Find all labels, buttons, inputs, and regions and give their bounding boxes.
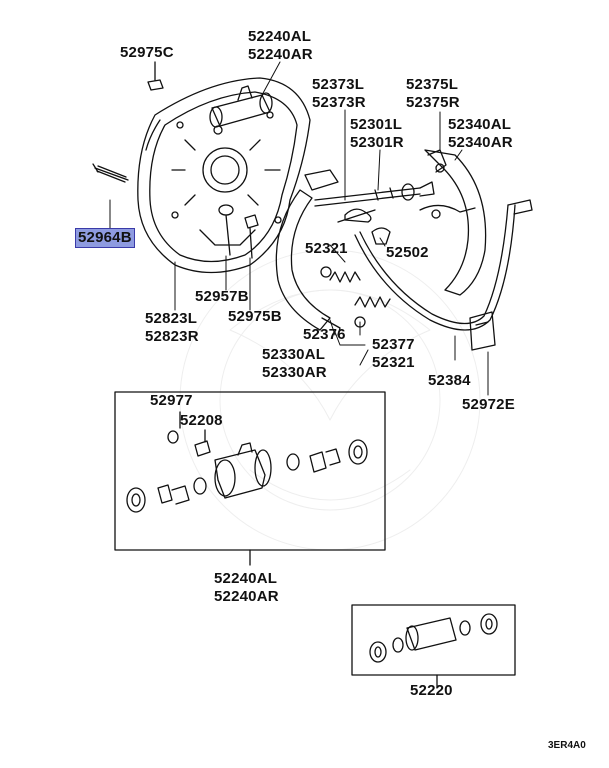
part-label-52373r[interactable]: 52373R xyxy=(312,94,366,111)
part-label-52373l[interactable]: 52373L xyxy=(312,76,365,93)
part-label-52977[interactable]: 52977 xyxy=(150,392,193,409)
part-label-52823l[interactable]: 52823L xyxy=(145,310,198,327)
part-label-52502[interactable]: 52502 xyxy=(386,244,429,261)
part-label-52375r[interactable]: 52375R xyxy=(406,94,460,111)
part-label-52823r[interactable]: 52823R xyxy=(145,328,199,345)
wheel-cylinder-kit-box xyxy=(115,392,385,565)
part-label-52957b[interactable]: 52957B xyxy=(195,288,249,305)
backing-plate xyxy=(138,78,310,273)
part-label-52321-upper[interactable]: 52321 xyxy=(305,240,348,257)
part-label-52240al[interactable]: 52240AL xyxy=(248,28,312,45)
part-label-52330ar[interactable]: 52330AR xyxy=(262,364,327,381)
part-label-52208[interactable]: 52208 xyxy=(180,412,223,429)
part-label-52972e[interactable]: 52972E xyxy=(462,396,515,413)
part-label-52340ar[interactable]: 52340AR xyxy=(448,134,513,151)
spring-52376 xyxy=(321,267,360,282)
part-label-52375l[interactable]: 52375L xyxy=(406,76,459,93)
brake-shoe-right xyxy=(420,150,486,295)
part-label-52384[interactable]: 52384 xyxy=(428,372,471,389)
part-label-52975b[interactable]: 52975B xyxy=(228,308,282,325)
leader-lines-top xyxy=(110,62,488,395)
part-label-52301r[interactable]: 52301R xyxy=(350,134,404,151)
adjuster-52301 xyxy=(315,182,434,206)
part-label-52220[interactable]: 52220 xyxy=(410,682,453,699)
part-label-52975c[interactable]: 52975C xyxy=(120,44,174,61)
spring-52373 xyxy=(338,209,375,222)
brake-shoe-left xyxy=(276,170,340,335)
part-label-52301l[interactable]: 52301L xyxy=(350,116,403,133)
bracket-52972e xyxy=(470,312,495,350)
clip-52502 xyxy=(372,228,390,244)
diagram-code: 3ER4A0 xyxy=(548,740,586,751)
bolt-52964b xyxy=(93,164,128,182)
part-label-52376[interactable]: 52376 xyxy=(303,326,346,343)
wheel-cylinder-exploded xyxy=(127,431,367,512)
part-label-52330al[interactable]: 52330AL xyxy=(262,346,326,363)
part-label-52964b-highlighted[interactable]: 52964B xyxy=(75,228,135,248)
wheel-cylinder-on-plate xyxy=(210,86,272,134)
part-label-52321-lower[interactable]: 52321 xyxy=(372,354,415,371)
repair-kit-box xyxy=(352,605,515,688)
part-label-52240al-kit[interactable]: 52240AL xyxy=(214,570,278,587)
part-label-52240ar[interactable]: 52240AR xyxy=(248,46,313,63)
part-label-52240ar-kit[interactable]: 52240AR xyxy=(214,588,279,605)
repair-kit-exploded xyxy=(370,614,497,662)
part-label-52340al[interactable]: 52340AL xyxy=(448,116,512,133)
parking-cable-52384 xyxy=(355,200,532,330)
part-label-52377[interactable]: 52377 xyxy=(372,336,415,353)
pin-52957b-52975b xyxy=(219,205,258,258)
